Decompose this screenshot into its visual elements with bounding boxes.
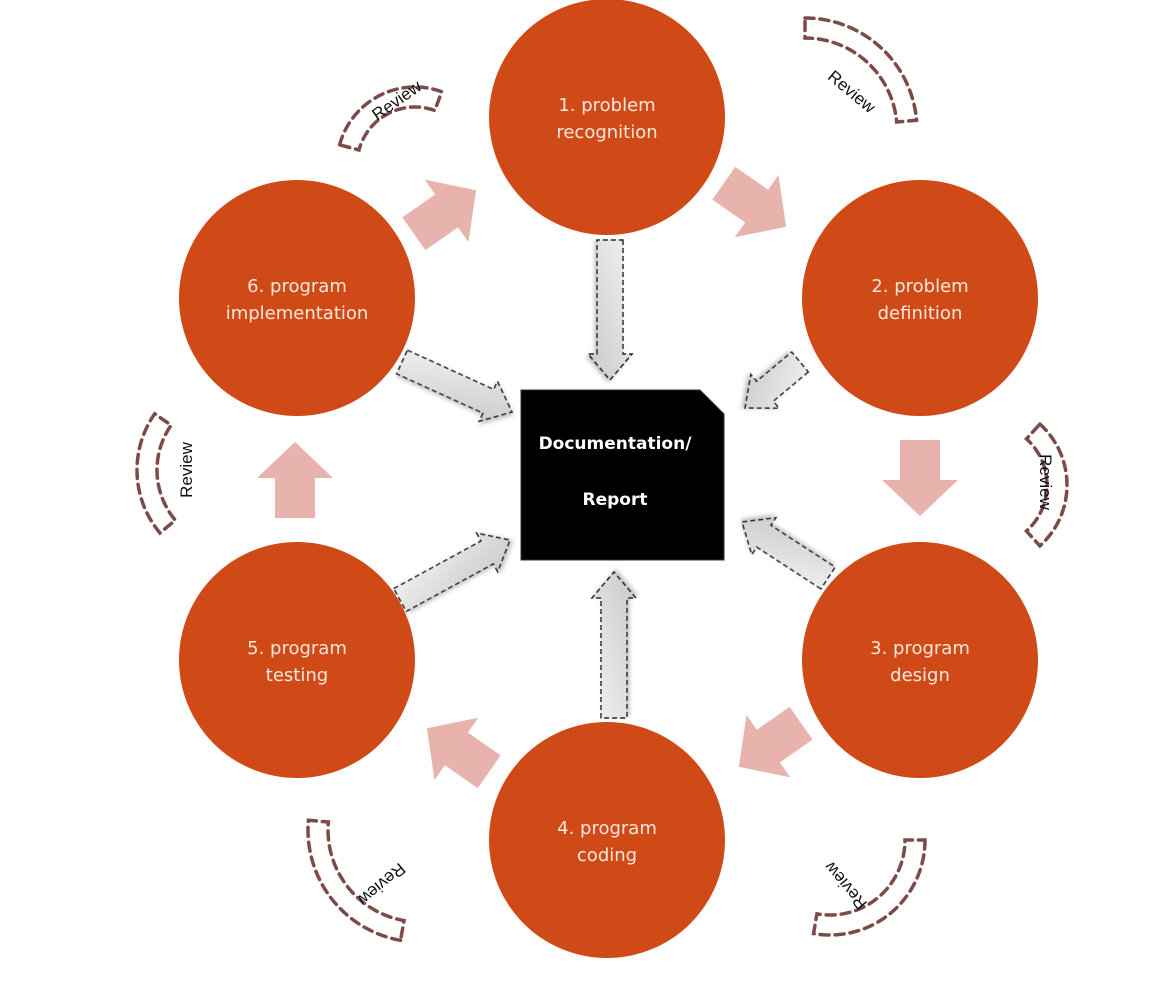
review-arrow-icon: [306, 818, 407, 943]
stage-label: definition: [878, 303, 963, 324]
doc-arrow-from-stage-4: [590, 570, 638, 719]
stage-circle: [802, 542, 1038, 778]
stage-circle: [489, 0, 725, 235]
review-label: Review: [177, 441, 196, 497]
review-arrow-icon: [135, 411, 178, 536]
review-arrow-icon: [803, 16, 919, 124]
stage-2: 2. problem definition: [802, 180, 1038, 416]
flow-arrow: [882, 440, 958, 516]
stage-label: testing: [266, 665, 328, 686]
review-loop-3: Review: [1024, 421, 1069, 549]
stage-circle: [179, 542, 415, 778]
stage-5: 5. program testing: [179, 542, 415, 778]
documentation-label: Documentation/: [539, 434, 693, 454]
stage-label: 3. program: [870, 638, 970, 659]
document-icon: [520, 389, 725, 561]
review-arrow-icon: [337, 85, 444, 153]
documentation-report-box: Documentation/ Report: [520, 389, 725, 561]
stage-label: 5. program: [247, 638, 347, 659]
stage-circle: [179, 180, 415, 416]
flow-arrow: [402, 179, 477, 251]
stage-1: 1. problem recognition: [489, 0, 725, 235]
review-label: Review: [820, 858, 871, 913]
review-arrow-icon: [811, 838, 927, 937]
stage-label: recognition: [556, 122, 657, 143]
doc-arrow-from-stage-1: [586, 239, 634, 382]
report-label: Report: [583, 490, 648, 510]
stage-circle: [802, 180, 1038, 416]
review-loop-5: Review: [306, 818, 409, 943]
stage-6: 6. program implementation: [179, 180, 415, 416]
review-loop-6: Review: [135, 411, 196, 536]
flow-arrow: [426, 717, 501, 789]
flow-arrow: [257, 442, 333, 518]
review-label: Review: [1036, 454, 1055, 510]
stage-4: 4. program coding: [489, 722, 725, 958]
stage-3: 3. program design: [802, 542, 1038, 778]
doc-arrow-from-stage-2: [744, 350, 810, 410]
stage-label: design: [890, 665, 950, 686]
review-label: Review: [354, 859, 409, 910]
flow-arrow: [738, 706, 813, 778]
flow-arrow: [712, 166, 787, 238]
stage-label: coding: [577, 845, 637, 866]
stage-label: 2. problem: [871, 276, 968, 297]
doc-arrow-from-stage-5: [392, 532, 512, 613]
stage-label: implementation: [226, 303, 369, 324]
stage-label: 6. program: [247, 276, 347, 297]
review-loop-4: Review: [811, 838, 927, 937]
doc-arrow-from-stage-3: [740, 516, 837, 591]
review-loop-2: Review: [803, 16, 919, 124]
review-label: Review: [824, 67, 879, 118]
doc-arrow-from-stage-6: [395, 349, 514, 423]
stage-label: 4. program: [557, 818, 657, 839]
review-label: Review: [369, 76, 426, 124]
stage-label: 1. problem: [558, 95, 655, 116]
review-arrow-icon: [1024, 421, 1069, 549]
stage-circle: [489, 722, 725, 958]
review-loop-1: Review: [337, 76, 444, 153]
